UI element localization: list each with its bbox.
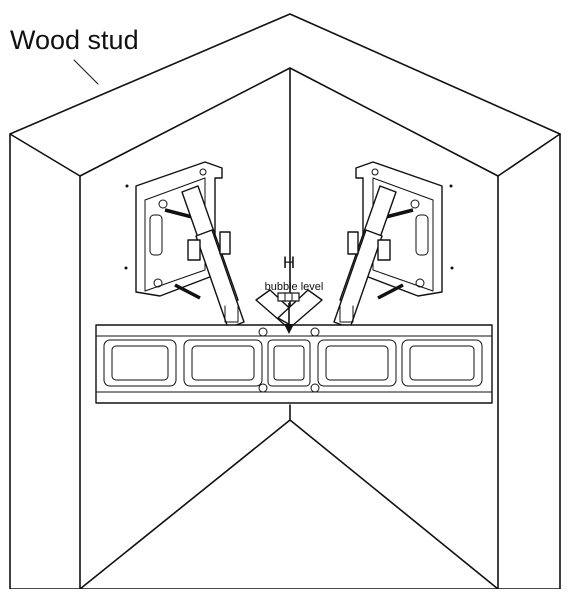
left-plate-hole-3 [199,168,207,176]
rail-pocket-4 [401,339,483,387]
left-plate-inner-frame [144,177,206,292]
floor-lines [79,419,499,590]
rail-pocket-3-inner [325,345,389,381]
left-plate-hole-1 [158,199,168,209]
right-arm-lower [333,229,383,329]
right-screw-mark-bottom [450,266,454,270]
right-arm-foot [339,305,354,323]
left-plate-slot [149,214,163,256]
rail-pocket-3 [317,339,397,387]
bubble-level-label: bubble level [265,281,324,293]
left-arm-foot [224,305,239,323]
right-wall-plate-assembly [255,161,454,329]
wood-stud-leader-line [73,59,99,85]
rail-pocket-4-inner [409,345,475,381]
rail-hole-bottom-left [258,383,268,393]
rail-pocket-2 [183,339,263,387]
right-plate-slot [415,214,429,256]
right-plate-hole-2 [415,278,425,288]
rail-pocket-1-inner [111,345,169,381]
left-screw-mark-bottom [124,266,128,270]
rail-outer [95,324,493,404]
left-screw-mark-top [125,184,129,188]
rail-pocket-center [267,339,311,387]
rail-hole-bottom-right [310,383,320,393]
left-stud-bevel [9,133,81,177]
stud-top-edge [79,67,499,177]
left-arm-lower [195,229,245,329]
arrow-down-icon [284,303,294,334]
right-arm-hinge-block [377,239,391,261]
left-arm-clamp [219,231,231,255]
right-plate-inner-frame [372,177,434,292]
wood-stud-label: Wood stud [10,25,139,55]
bubble-level-icon [277,292,300,302]
rail-pocket-2-inner [191,345,255,381]
wall-corner [9,13,561,590]
right-arm-clamp [347,231,359,255]
left-arm-hinge-block [187,239,201,261]
left-wall-plate-assembly [124,161,245,329]
rail-pocket-center-inner [273,345,305,381]
h-label: H [283,253,295,272]
left-plate-hole-2 [153,278,163,288]
tv-mounting-rail [95,324,493,404]
rail-hole-top-left [258,327,268,337]
wall-outline [9,13,561,590]
right-screw-mark-top [449,184,453,188]
right-plate-hole-3 [371,168,379,176]
rail-pocket-1 [103,339,177,387]
right-stud-bevel [497,133,561,177]
rail-hole-top-right [310,327,320,337]
right-plate-hole-1 [410,199,420,209]
